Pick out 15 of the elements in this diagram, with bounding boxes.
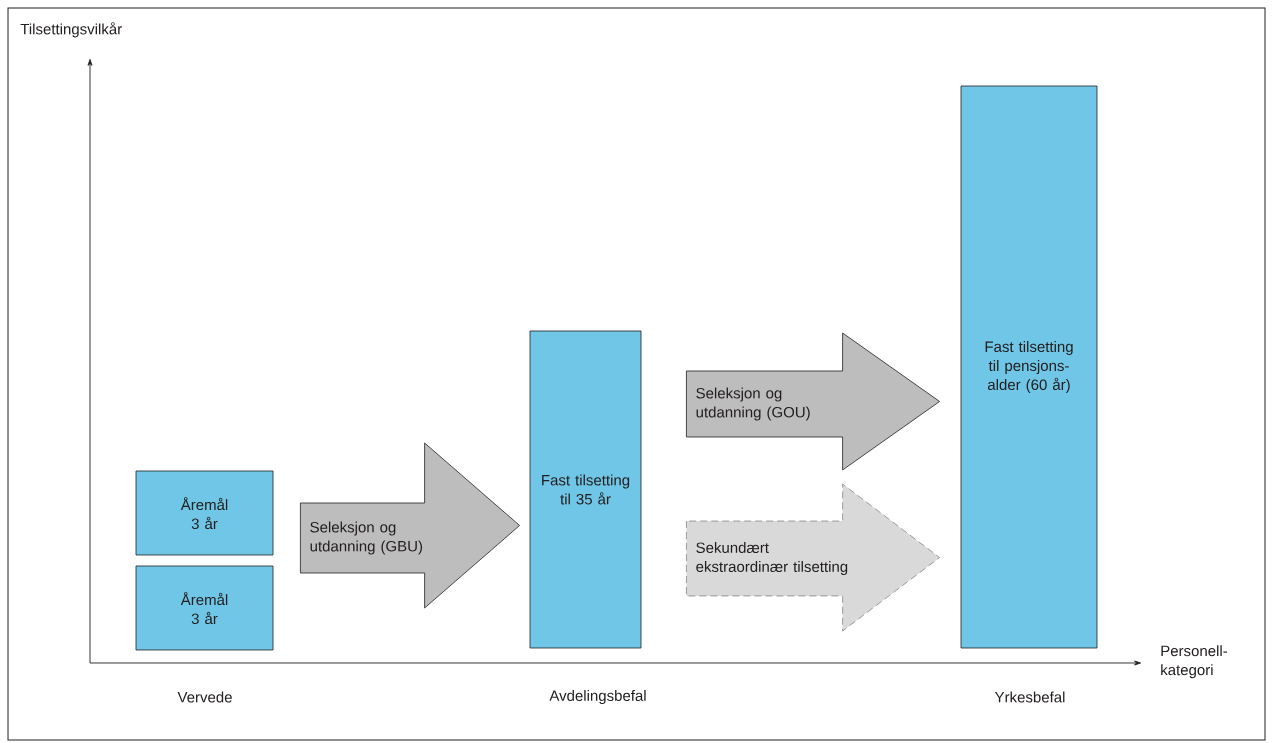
axis-title: Tilsettingsvilkår bbox=[20, 22, 122, 38]
edge-label: Sekundært ekstraordinær tilsetting bbox=[696, 542, 848, 575]
category-box: Fast tilsetting til pensjons-alder (60 år) bbox=[960, 85, 1098, 649]
edge-label: Seleksjon og utdanning (GBU) bbox=[310, 521, 423, 555]
block-arrow bbox=[300, 442, 520, 609]
category-label: Yrkesbefal bbox=[994, 691, 1065, 703]
axis-title: Personell-kategori bbox=[1161, 645, 1228, 679]
category-label: Avdelingsbefal bbox=[549, 690, 646, 704]
category-box: Fast tilsetting til 35 år bbox=[529, 330, 642, 649]
edge-label: Seleksjon og utdanning (GOU) bbox=[696, 387, 810, 421]
block-arrow bbox=[686, 483, 940, 632]
block-arrow bbox=[686, 332, 940, 471]
category-label: Vervede bbox=[177, 691, 232, 703]
category-box: Åremål 3 år bbox=[135, 565, 274, 651]
category-box: Åremål 3 år bbox=[135, 470, 274, 556]
